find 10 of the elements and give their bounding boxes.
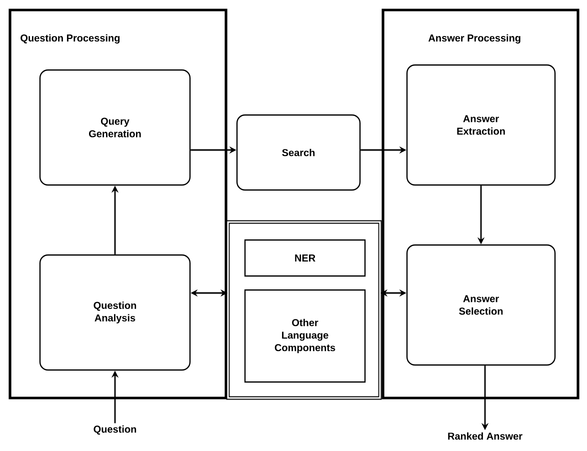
process-box: Question Analysis [39, 254, 191, 371]
io-label: Question [94, 425, 136, 435]
process-box: Answer Extraction [406, 64, 556, 186]
io-label: Ranked Answer [448, 432, 522, 440]
process-box: Answer Selection [406, 244, 556, 366]
process-box: Search [236, 114, 361, 191]
component-box: Other Language Components [244, 289, 366, 383]
process-box: Query Generation [39, 69, 191, 186]
component-group-box [226, 220, 382, 400]
component-box: NER [244, 239, 366, 277]
